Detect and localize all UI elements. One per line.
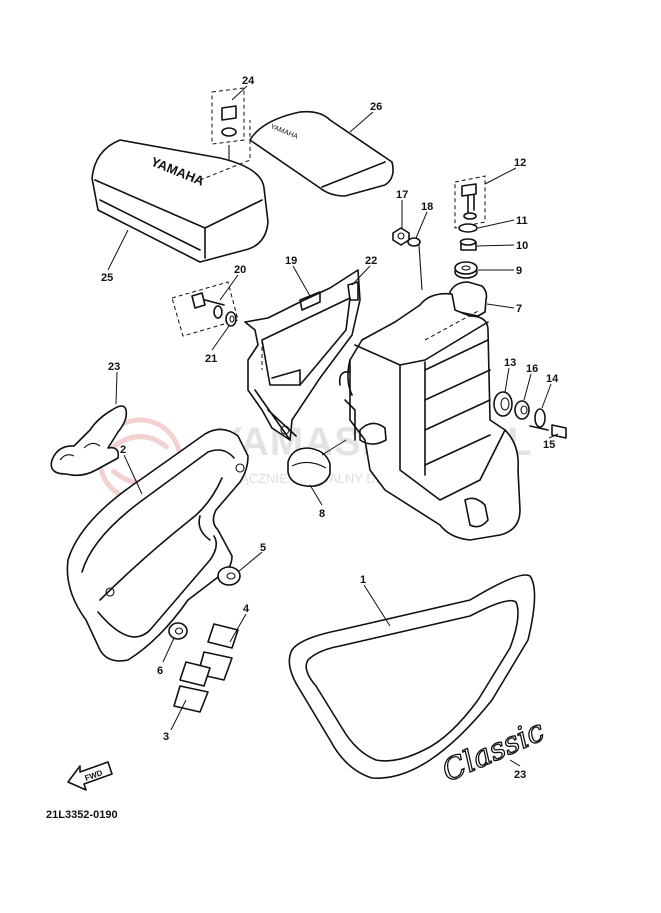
- part-label-11: 11: [516, 215, 528, 227]
- part-number-labels: 24 26 12 11 10 9 7 17 18 19 22 20 21 13 …: [101, 75, 559, 781]
- part-label-25: 24: [242, 75, 255, 87]
- part-10-collar: [459, 238, 477, 251]
- part-label-6: 6: [157, 665, 163, 677]
- fwd-arrow-icon: FWD: [67, 761, 113, 791]
- part-23-emblem-left: [50, 405, 128, 477]
- part-label-3: 3: [163, 731, 169, 743]
- part-16-collar: [514, 400, 530, 420]
- part-24-battery-cover: YAMAHA: [91, 120, 269, 263]
- part-8-cap: [287, 447, 331, 488]
- part-7-battery-box: [338, 281, 521, 541]
- part-label-26: 26: [370, 101, 382, 113]
- part-label-9: 9: [516, 265, 522, 277]
- part-6-grommet: [168, 622, 188, 640]
- leader-lines: [107, 85, 559, 767]
- part-label-2: 2: [120, 444, 126, 456]
- part-2-left-cover: [66, 428, 249, 662]
- part-label-16: 16: [526, 363, 538, 375]
- drawing-code: 21L3352-0190: [46, 809, 118, 821]
- part-25-screw: [211, 87, 245, 160]
- part-label-17: 17: [396, 189, 408, 201]
- part-label-24: 25: [101, 272, 113, 284]
- part-label-1: 1: [360, 574, 366, 586]
- part-label-12: 12: [514, 157, 526, 169]
- part-label-20: 20: [234, 264, 246, 276]
- part-label-21: 21: [205, 353, 217, 365]
- part-label-14: 14: [546, 373, 559, 385]
- part-label-10: 10: [516, 240, 528, 252]
- part-14-washer: [534, 408, 546, 428]
- part-15-bolt: [529, 424, 567, 439]
- part-label-4: 4: [243, 603, 250, 615]
- part-label-8: 8: [319, 508, 325, 520]
- part-13-damper: [493, 391, 513, 417]
- part-label-13: 13: [504, 357, 516, 369]
- part-5-grommet: [217, 566, 241, 586]
- part-12-bolt: [454, 175, 486, 229]
- part-label-15: 15: [543, 439, 555, 451]
- part-label-19: 19: [285, 255, 297, 267]
- part-label-22: 22: [365, 255, 377, 267]
- part-18-washer: [407, 237, 423, 291]
- part-label-23-top: 23: [108, 361, 120, 373]
- part-1-right-cover: [288, 574, 536, 779]
- part-20-screw: [171, 281, 239, 337]
- part-17-nut: [392, 227, 410, 246]
- part-19-bracket: [244, 269, 361, 441]
- part-label-5: 5: [260, 542, 266, 554]
- part-label-18: 18: [421, 201, 433, 213]
- part-11-washer: [458, 223, 478, 233]
- part-9-damper: [454, 261, 478, 279]
- part-21-nut: [225, 311, 237, 327]
- part-3-label: [173, 661, 211, 713]
- part-label-7: 7: [516, 303, 522, 315]
- part-26-pad: YAMAHA: [249, 110, 394, 197]
- part-label-23-bottom: 23: [514, 769, 526, 781]
